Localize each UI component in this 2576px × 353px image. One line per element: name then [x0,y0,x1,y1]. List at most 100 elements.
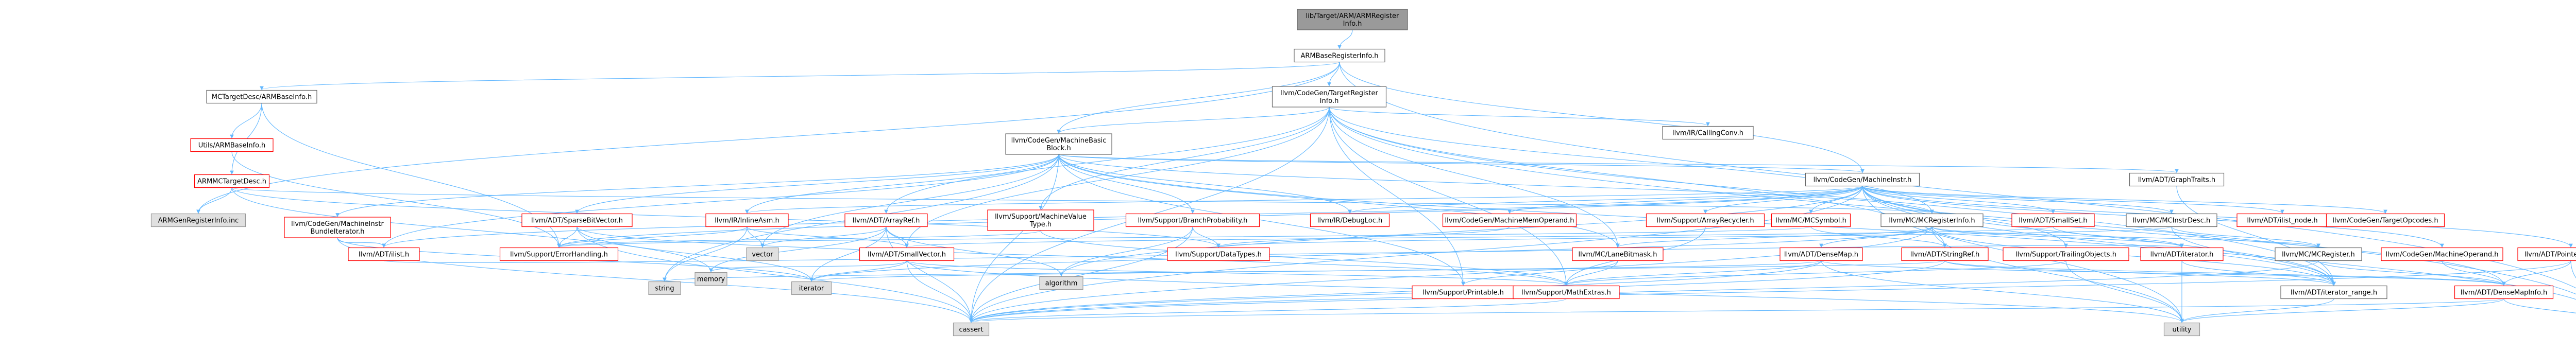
graph-node-MCRegisterInfo[interactable]: llvm/MC/MCRegisterInfo.h [1880,213,1984,227]
graph-node-TrailingObjects[interactable]: llvm/Support/TrailingObjects.h [2003,247,2129,261]
graph-node-DebugLoc[interactable]: llvm/IR/DebugLoc.h [1310,213,1390,227]
graph-node-TargetOpcodes[interactable]: llvm/CodeGen/TargetOpcodes.h [2326,213,2445,227]
graph-edge [1862,186,2506,286]
graph-edge [1058,154,1620,248]
node-label: Info.h [1343,20,1362,28]
graph-node-SmallVector[interactable]: llvm/ADT/SmallVector.h [859,247,955,261]
graph-edge [1564,260,1618,286]
graph-node-MachineOperand[interactable]: llvm/CodeGen/MachineOperand.h [2381,247,2503,261]
node-label: vector [752,251,773,259]
graph-edge [196,62,1340,214]
graph-edge [709,226,887,273]
graph-node-MCInstrDesc[interactable]: llvm/MC/MCInstrDesc.h [2126,213,2217,227]
graph-node-ErrorHandling[interactable]: llvm/Support/ErrorHandling.h [499,247,619,261]
graph-edge [1339,62,2576,289]
node-box [1310,213,1390,227]
graph-node-BranchProbability[interactable]: llvm/Support/BranchProbability.h [1125,213,1260,227]
graph-edge [1339,62,1865,173]
graph-node-ilist[interactable]: llvm/ADT/ilist.h [348,247,420,261]
graph-node-GraphTraits[interactable]: llvm/ADT/GraphTraits.h [2129,172,2225,187]
graph-node-ADTiterator[interactable]: llvm/ADT/iterator.h [2140,247,2224,261]
graph-node-DenseMapInfo[interactable]: llvm/ADT/DenseMapInfo.h [2454,285,2554,299]
graph-node-CallingConv[interactable]: llvm/IR/CallingConv.h [1662,126,1754,140]
graph-edge [1564,260,2066,286]
graph-node-ArrayRef[interactable]: llvm/ADT/ArrayRef.h [844,213,928,227]
graph-edge [1058,154,1865,173]
graph-edge [557,226,748,248]
graph-edge [231,187,1934,214]
graph-edge [1703,186,1863,214]
graph-edge [1058,154,2179,173]
graph-edge [557,226,578,248]
node-label: algorithm [1045,280,1078,288]
graph-edge [383,243,2183,263]
node-label: MCTargetDesc/ARMBaseInfo.h [212,94,312,101]
node-box [2140,247,2224,261]
graph-node-MachineMemOperand[interactable]: llvm/CodeGen/MachineMemOperand.h [1442,213,1577,227]
graph-node-MCRegister[interactable]: llvm/MC/MCRegister.h [2275,247,2362,261]
graph-node-ARMBaseRegisterInfo[interactable]: ARMBaseRegisterInfo.h [1294,48,1385,63]
graph-edge [809,226,887,282]
graph-node-Printable[interactable]: llvm/Support/Printable.h [1412,285,1515,299]
graph-node-StringRef[interactable]: llvm/ADT/StringRef.h [1901,247,1989,261]
graph-node-ArrayRecycler[interactable]: llvm/Support/ArrayRecycler.h [1646,213,1765,227]
graph-edge [1819,226,1933,248]
graph-edge [969,226,1193,323]
graph-edge [970,298,2504,323]
graph-node-SparseBitVector[interactable]: llvm/ADT/SparseBitVector.h [521,213,633,227]
graph-node-SmallSet[interactable]: llvm/ADT/SmallSet.h [2011,213,2095,227]
node-box [859,247,955,261]
node-label: llvm/IR/InlineAsm.h [715,217,779,225]
node-label: ARMBaseRegisterInfo.h [1300,52,1378,60]
graph-edge [1058,154,1195,214]
node-box [1513,285,1620,299]
graph-node-DenseMap[interactable]: llvm/ADT/DenseMap.h [1780,247,1863,261]
node-box [1125,213,1260,227]
graph-edge [1944,260,2336,286]
graph-node-PointerSumType[interactable]: llvm/ADT/PointerSumType.h [2517,247,2576,261]
node-label: llvm/Support/MathExtras.h [1521,289,1611,297]
graph-node-MIBundleIterator[interactable]: llvm/CodeGen/MachineInstrBundleIterator.… [284,217,391,238]
node-box [2381,247,2503,261]
graph-edge [2180,298,2504,323]
graph-edge [1931,226,2184,248]
node-label: llvm/CodeGen/MachineOperand.h [2385,251,2498,259]
node-box [2126,213,2217,227]
graph-node-MachineInstr[interactable]: llvm/CodeGen/MachineInstr.h [1805,172,1920,187]
graph-edge [2053,226,2184,248]
graph-node-DataTypes[interactable]: llvm/Support/DataTypes.h [1167,247,1270,261]
node-box [206,90,317,104]
node-label: llvm/MC/MCSymbol.h [1775,217,1846,225]
node-box [694,272,727,286]
graph-edge [969,260,2319,323]
graph-edge [1616,226,1933,248]
node-box [1297,9,1408,30]
graph-node-ARMMCTargetDesc[interactable]: ARMMCTargetDesc.h [194,174,270,188]
graph-node-UtilsARMBaseInfo[interactable]: Utils/ARMBaseInfo.h [190,138,274,152]
node-label: llvm/MC/MCRegisterInfo.h [1889,217,1975,225]
graph-edge [1040,230,1568,286]
graph-edge [884,107,1330,214]
graph-node-MCTargetDesc[interactable]: MCTargetDesc/ARMBaseInfo.h [206,90,317,104]
node-box [2003,247,2129,261]
graph-node-InlineAsm[interactable]: llvm/IR/InlineAsm.h [705,213,789,227]
graph-node-LaneBitmask[interactable]: llvm/MC/LaneBitmask.h [1572,247,1664,261]
graph-edge [1329,107,1465,286]
node-label: iterator [799,285,824,293]
graph-edge [1348,186,1863,214]
graph-node-MathExtras[interactable]: llvm/Support/MathExtras.h [1513,285,1620,299]
graph-edge [1327,62,1340,86]
node-label: llvm/CodeGen/MachineInstr [291,220,384,228]
graph-edge [2171,226,2320,248]
node-box [499,247,619,261]
graph-node-MCSymbol[interactable]: llvm/MC/MCSymbol.h [1771,213,1851,227]
graph-node-iterator_range[interactable]: llvm/ADT/iterator_range.h [2280,285,2387,299]
node-box [1572,247,1664,261]
graph-node-ilist_node[interactable]: llvm/ADT/ilist_node.h [2236,213,2328,227]
graph-node-cassert: cassert [953,322,990,337]
graph-edge [577,226,1568,286]
